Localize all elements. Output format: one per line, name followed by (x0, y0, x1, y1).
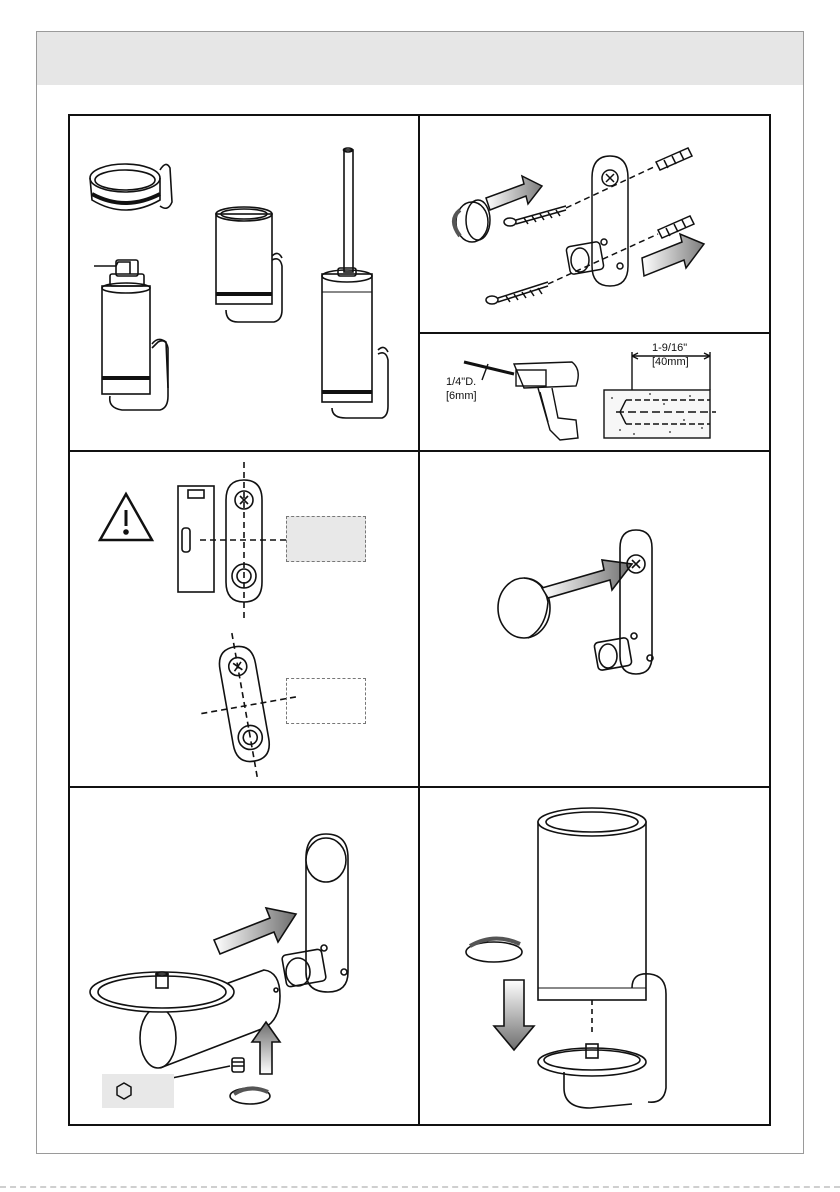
level-ok-box (286, 516, 366, 562)
panel-attach-dish (70, 788, 418, 1124)
cover-cap (498, 578, 550, 638)
soap-dispenser-product (94, 260, 168, 410)
toilet-brush-product (322, 148, 388, 418)
panel-drilling: 1/4"D. [6mm] 1-9/16" [40mm] (420, 334, 771, 450)
mounting-bracket (200, 462, 300, 622)
warning-icon (100, 494, 152, 540)
screw-icon (504, 206, 566, 226)
leveling-illustration (70, 452, 418, 786)
drill-bit-label-metric: [6mm] (446, 390, 477, 402)
push-arrow-icon (642, 234, 704, 276)
panel-cover-cap (420, 452, 771, 786)
push-arrow-icon (494, 980, 534, 1050)
panel-products (70, 116, 418, 450)
depth-label: 1-9/16" (652, 342, 687, 354)
products-illustration (70, 116, 418, 450)
hardware-illustration (420, 116, 771, 332)
soap-dish-product (90, 164, 172, 210)
insert-tumbler-illustration (420, 788, 771, 1124)
rotate-arrow-icon (466, 938, 522, 962)
wall-anchor-icon (658, 216, 694, 238)
panel-leveling (70, 452, 418, 786)
push-arrow-icon (252, 1022, 280, 1074)
tumbler (538, 808, 646, 1000)
wall-anchor-icon (656, 148, 692, 170)
cover-cap-illustration (420, 452, 771, 786)
drill-icon (464, 362, 578, 440)
level-icon (178, 486, 214, 592)
soap-dish (90, 970, 280, 1068)
panel-mounting-hardware (420, 116, 771, 332)
screw-icon (486, 282, 548, 304)
mounting-bracket (594, 530, 653, 674)
hex-key-box (102, 1074, 174, 1108)
hex-key-icon (114, 1081, 134, 1101)
depth-label-metric: [40mm] (652, 356, 689, 368)
set-screw (232, 1058, 244, 1072)
level-wrong-box (286, 678, 366, 724)
mounting-bracket (566, 156, 628, 286)
push-arrow-icon (542, 560, 632, 598)
page-bottom-edge (0, 1186, 840, 1188)
panel-insert-tumbler (420, 788, 771, 1124)
rotate-arrow-icon (454, 200, 490, 242)
push-arrow-icon (214, 908, 296, 954)
push-arrow-icon (486, 176, 542, 210)
page-header (37, 32, 803, 85)
drill-bit-label: 1/4"D. (446, 376, 476, 388)
tumbler-holder-product (216, 207, 282, 322)
rotate-arrow-icon (230, 1088, 270, 1104)
